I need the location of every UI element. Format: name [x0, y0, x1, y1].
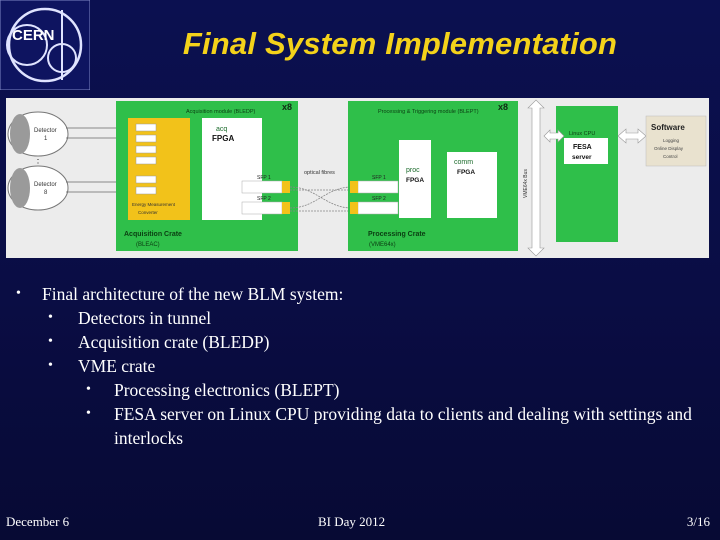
svg-text:(BLEAC): (BLEAC)	[136, 242, 160, 248]
ellipsis: ⋮	[33, 158, 43, 169]
bullet-item: •FESA server on Linux CPU providing data…	[86, 404, 692, 448]
svg-text:x8: x8	[282, 102, 292, 112]
svg-text:Converter: Converter	[138, 210, 158, 215]
svg-text:SFP 2: SFP 2	[372, 196, 386, 202]
svg-text:proc: proc	[406, 167, 420, 174]
comm-fpga	[447, 152, 497, 218]
bullet-item: •VME crate	[48, 356, 156, 376]
svg-text:FPGA: FPGA	[212, 134, 234, 143]
svg-text:Detector: Detector	[34, 182, 57, 188]
linux-cpu	[556, 106, 618, 242]
svg-text:Detector: Detector	[34, 128, 57, 134]
svg-text:Linux CPU: Linux CPU	[569, 131, 595, 137]
bullet-list: •Final architecture of the new BLM syste…	[16, 282, 706, 450]
footer-event: BI Day 2012	[318, 514, 386, 529]
svg-text:Control: Control	[663, 154, 678, 159]
proc-fpga	[399, 140, 431, 218]
svg-text:Processing & Triggering module: Processing & Triggering module (BLEPT)	[378, 109, 479, 115]
svg-text:SFP 1: SFP 1	[372, 175, 386, 181]
svg-text:Software: Software	[651, 123, 685, 132]
svg-text:SFP 2: SFP 2	[257, 196, 271, 202]
svg-text:1: 1	[44, 136, 48, 142]
svg-text:Logging: Logging	[663, 138, 680, 143]
svg-text:Online Display: Online Display	[654, 146, 684, 151]
vme-bus-arrow	[527, 99, 545, 257]
svg-text:x8: x8	[498, 102, 508, 112]
svg-text:FPGA: FPGA	[457, 169, 475, 176]
cern-logo: CERN	[0, 0, 90, 90]
svg-text:Acquisition Crate: Acquisition Crate	[124, 231, 182, 238]
svg-text:server: server	[572, 154, 592, 161]
svg-text:Processing Crate: Processing Crate	[368, 231, 426, 238]
svg-text:FESA: FESA	[573, 144, 592, 151]
footer-date: December 6	[6, 514, 70, 529]
svg-text:acq: acq	[216, 126, 227, 133]
logo-text: CERN	[12, 27, 55, 44]
svg-text:Energy Measurement: Energy Measurement	[132, 202, 176, 207]
slide-title: Final System Implementation	[182, 26, 618, 61]
detector-top: Detector 1	[7, 111, 69, 157]
software-block	[645, 115, 707, 167]
bullet-item: •Detectors in tunnel	[48, 308, 212, 328]
svg-text:8: 8	[44, 190, 48, 196]
architecture-diagram: Detector 1 ⋮ Detector 8 Acquisition modu…	[6, 98, 709, 258]
svg-text:comm: comm	[454, 159, 473, 166]
svg-text:VME64x Bus: VME64x Bus	[523, 169, 529, 198]
svg-text:FPGA: FPGA	[406, 177, 424, 184]
bullet-item: •Processing electronics (BLEPT)	[86, 380, 340, 400]
bullet-item: •Acquisition crate (BLEDP)	[48, 332, 270, 352]
detector-bottom: Detector 8	[7, 165, 69, 211]
svg-text:SFP 1: SFP 1	[257, 175, 271, 181]
svg-text:optical fibres: optical fibres	[304, 170, 335, 176]
page-number: 3/16	[686, 514, 710, 529]
bullet-item: •Final architecture of the new BLM syste…	[16, 284, 344, 304]
svg-text:(VME64x): (VME64x)	[369, 242, 396, 248]
svg-text:Acquisition module (BLEDP): Acquisition module (BLEDP)	[186, 109, 256, 115]
